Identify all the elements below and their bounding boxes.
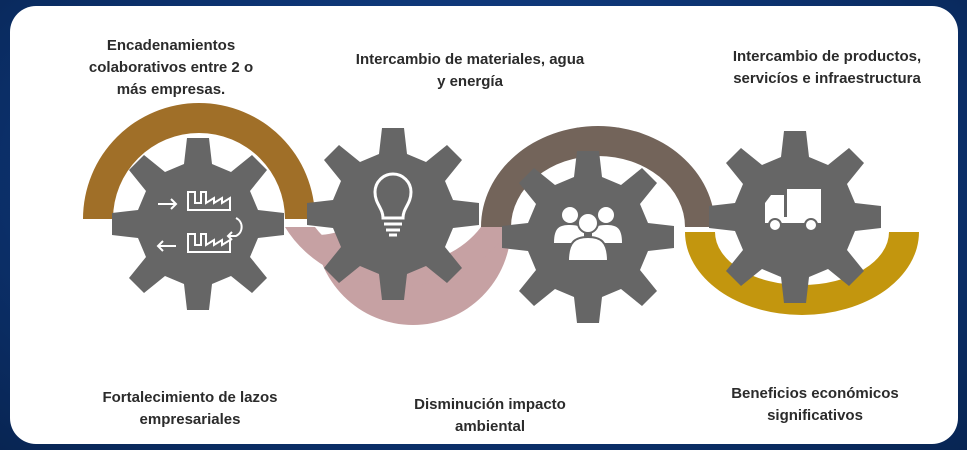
factory-exchange-icon [156,191,243,253]
label-fortalecimiento: Fortalecimiento de lazos empresariales [102,389,278,428]
gear-3 [502,151,674,323]
label-disminucion: Disminución impacto ambiental [414,396,566,435]
label-beneficios: Beneficios económicos significativos [731,385,899,424]
wave-arc-1 [83,103,315,219]
delivery-truck-icon [765,189,821,232]
gear-4 [709,131,881,303]
gear-1 [112,138,284,310]
diagram-panel: Encadenamientos colaborativos entre 2 o … [10,6,958,444]
label-intercambio-materiales: Intercambio de materiales, agua y energí… [355,51,585,90]
people-group-icon [554,207,622,262]
label-intercambio-productos: Intercambio de productos, servicíos e in… [732,48,922,87]
label-encadenamientos: Encadenamientos colaborativos entre 2 o … [88,37,254,98]
process-diagram [83,103,919,325]
lightbulb-icon [373,172,413,237]
gear-2 [307,128,479,300]
wave-arc-4 [685,232,919,315]
wave-arc-3 [481,126,715,227]
